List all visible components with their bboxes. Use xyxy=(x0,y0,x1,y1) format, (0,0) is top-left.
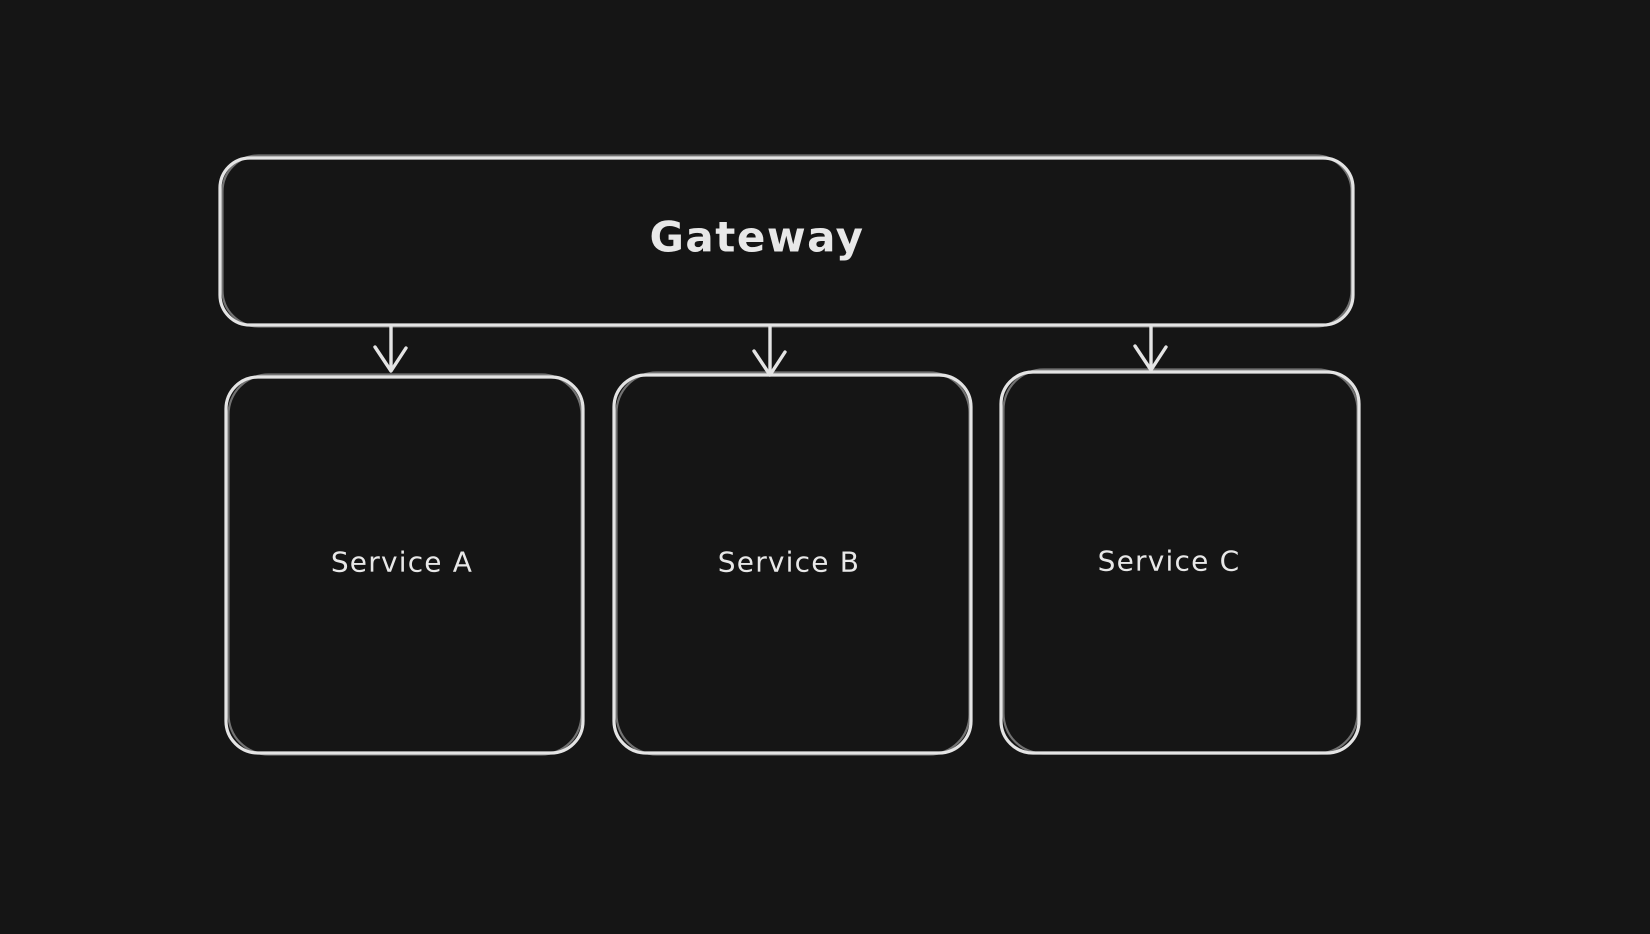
node-service-a[interactable]: Service A xyxy=(224,373,585,756)
node-gateway[interactable]: Gateway xyxy=(218,154,1355,328)
node-service-c[interactable]: Service C xyxy=(999,368,1361,755)
gateway-label: Gateway xyxy=(649,213,864,262)
service-b-label: Service B xyxy=(718,546,860,579)
arrowhead-down-icon xyxy=(373,345,408,373)
edge-gateway-to-service-b[interactable] xyxy=(752,325,787,377)
service-a-box xyxy=(224,375,585,755)
service-c-box xyxy=(999,370,1361,755)
edge-gateway-to-service-a[interactable] xyxy=(373,325,408,373)
gateway-box xyxy=(218,156,1355,327)
node-service-b[interactable]: Service B xyxy=(612,371,973,756)
arrowhead-down-icon xyxy=(1133,344,1168,372)
edge-gateway-to-service-c[interactable] xyxy=(1133,325,1168,372)
service-c-label: Service C xyxy=(1098,545,1241,578)
service-b-box xyxy=(612,373,973,755)
service-a-label: Service A xyxy=(331,546,473,579)
